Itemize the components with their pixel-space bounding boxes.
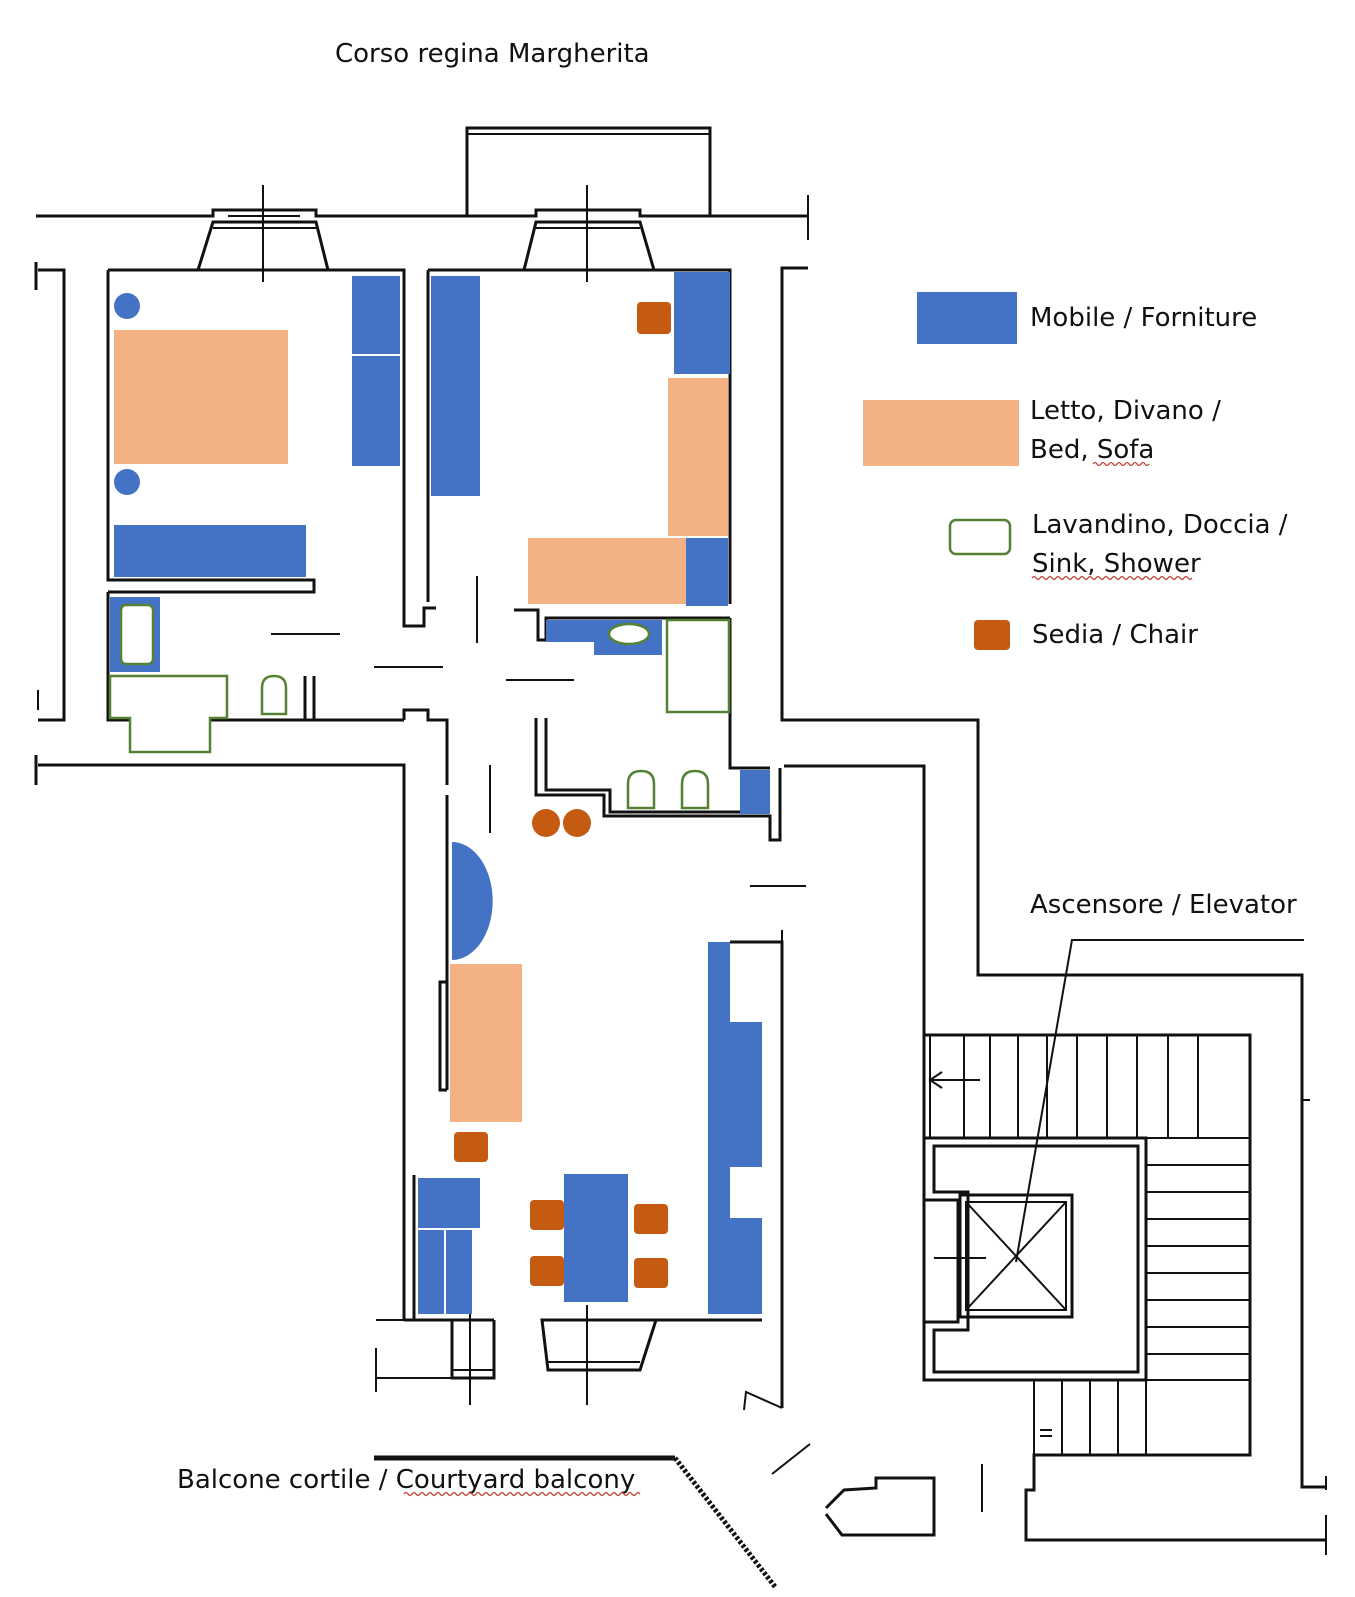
nightstand: [114, 293, 140, 319]
chair: [637, 302, 671, 334]
cabinet: [740, 770, 770, 814]
dining-table: [564, 1174, 628, 1302]
furniture-items: [110, 272, 770, 1314]
wardrobe: [352, 356, 400, 466]
legend-bed-sofa-label-line2: Bed, Sofa: [1030, 435, 1154, 465]
elevator-label: Ascensore / Elevator: [1030, 890, 1297, 920]
wardrobe: [431, 276, 480, 496]
legend-furniture-label: Mobile / Forniture: [1030, 303, 1257, 333]
legend-furniture-swatch: [917, 292, 1017, 344]
balcony-label: Balcone cortile / Courtyard balcony: [177, 1465, 635, 1495]
dining-chair: [530, 1256, 564, 1286]
bathtub: [108, 674, 229, 754]
legend: Mobile / Forniture Letto, Divano / Bed, …: [863, 292, 1288, 650]
spellcheck-underline: [1031, 575, 1193, 581]
wardrobe: [114, 525, 306, 577]
beds-sofas: [114, 330, 728, 1122]
vanity-unit: [546, 620, 594, 642]
walls: [34, 126, 1327, 1590]
legend-sink-shower-swatch: [948, 518, 1012, 556]
toilet: [260, 674, 288, 716]
legend-chair-swatch: [974, 620, 1010, 650]
sofa: [668, 378, 728, 536]
wardrobe: [674, 272, 730, 374]
cabinet: [446, 1230, 472, 1314]
sofa: [450, 964, 522, 1122]
dining-chair: [634, 1258, 668, 1288]
legend-chair-label: Sedia / Chair: [1032, 620, 1198, 650]
legend-sink-shower-label-line2: Sink, Shower: [1032, 549, 1201, 579]
stool: [532, 809, 560, 837]
spellcheck-underline: [403, 1491, 641, 1497]
nightstand: [114, 469, 140, 495]
elevator-leader-line: [1015, 939, 1304, 1263]
spellcheck-underline: [1092, 461, 1150, 467]
street-title: Corso regina Margherita: [335, 39, 650, 69]
chairs: [454, 302, 671, 1288]
bookcase: [730, 1218, 762, 1314]
chair: [454, 1132, 488, 1162]
dining-chair: [634, 1204, 668, 1234]
round-table: [452, 842, 493, 960]
legend-bed-sofa-label-line1: Letto, Divano /: [1030, 396, 1221, 426]
legend-bed-sofa-swatch: [863, 400, 1019, 466]
dining-chair: [530, 1200, 564, 1230]
cabinet: [418, 1178, 480, 1228]
bathroom-fixtures: [108, 603, 731, 810]
double-bed: [114, 330, 288, 464]
cabinet: [418, 1230, 444, 1314]
bidet: [680, 769, 710, 810]
wardrobe: [352, 276, 400, 354]
bookcase: [708, 942, 730, 1314]
cabinet: [686, 538, 728, 606]
stool: [563, 809, 591, 837]
washbasin: [607, 622, 651, 646]
sofa-bed: [528, 538, 686, 604]
shower-cabinet: [665, 618, 731, 714]
toilet: [626, 769, 656, 810]
bookcase: [730, 1022, 762, 1167]
legend-sink-shower-label-line1: Lavandino, Doccia /: [1032, 510, 1288, 540]
shower-tray: [119, 603, 155, 666]
